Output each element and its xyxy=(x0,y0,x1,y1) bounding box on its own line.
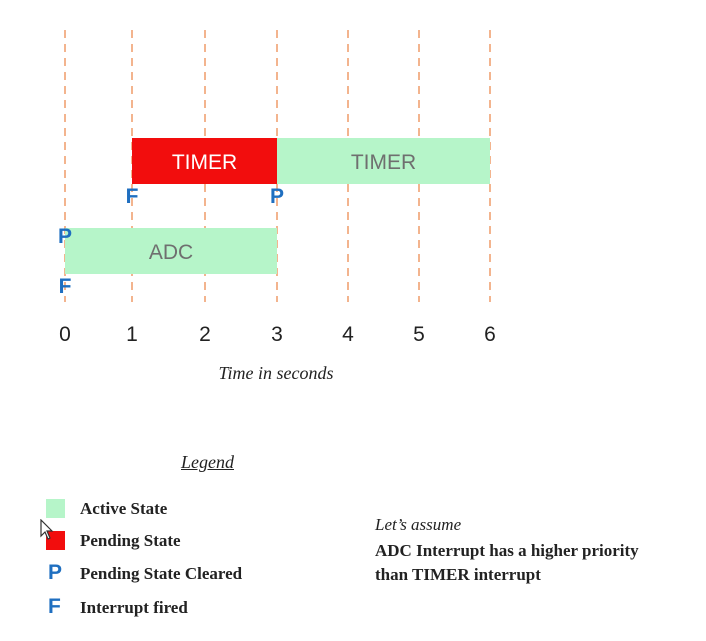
bar-label: TIMER xyxy=(351,151,416,174)
legend-label: Pending State xyxy=(80,531,181,550)
tick-label: 1 xyxy=(126,323,138,346)
tick-label: 4 xyxy=(342,323,354,346)
tick-label: 2 xyxy=(199,323,211,346)
legend-label: Interrupt fired xyxy=(80,598,188,617)
x-axis-label: Time in seconds xyxy=(219,363,334,383)
assumption-text: ADC Interrupt has a higher priority than… xyxy=(375,541,639,584)
interrupt-fired-marker: F xyxy=(126,185,139,208)
interrupt-fired-marker: F xyxy=(48,595,61,618)
bar-label: TIMER xyxy=(172,151,237,174)
bar-label: ADC xyxy=(149,241,193,264)
tick-label: 5 xyxy=(413,323,425,346)
active-state-swatch xyxy=(46,499,65,518)
pending-state-swatch xyxy=(46,531,65,550)
timer-active-bar xyxy=(277,138,490,184)
tick-label: 3 xyxy=(271,323,283,346)
pending-cleared-marker: P xyxy=(58,225,72,248)
legend-title: Legend xyxy=(181,452,234,472)
legend-label: Pending State Cleared xyxy=(80,564,243,583)
assumption-intro: Let’s assume xyxy=(375,515,462,534)
pending-cleared-marker: P xyxy=(48,561,63,584)
timer-pending-bar xyxy=(132,138,277,184)
tick-label: 6 xyxy=(484,323,496,346)
mouse-cursor-icon xyxy=(40,519,54,540)
adc-active-bar xyxy=(65,228,277,274)
interrupt-fired-marker: F xyxy=(59,275,72,298)
timeline-diagram: TIMER TIMER ADC F P P F 0 1 2 3 4 5 6 Time in secon… xyxy=(58,30,496,383)
tick-label: 0 xyxy=(59,323,71,346)
pending-cleared-marker: P xyxy=(270,185,284,208)
legend-label: Active State xyxy=(80,499,168,518)
